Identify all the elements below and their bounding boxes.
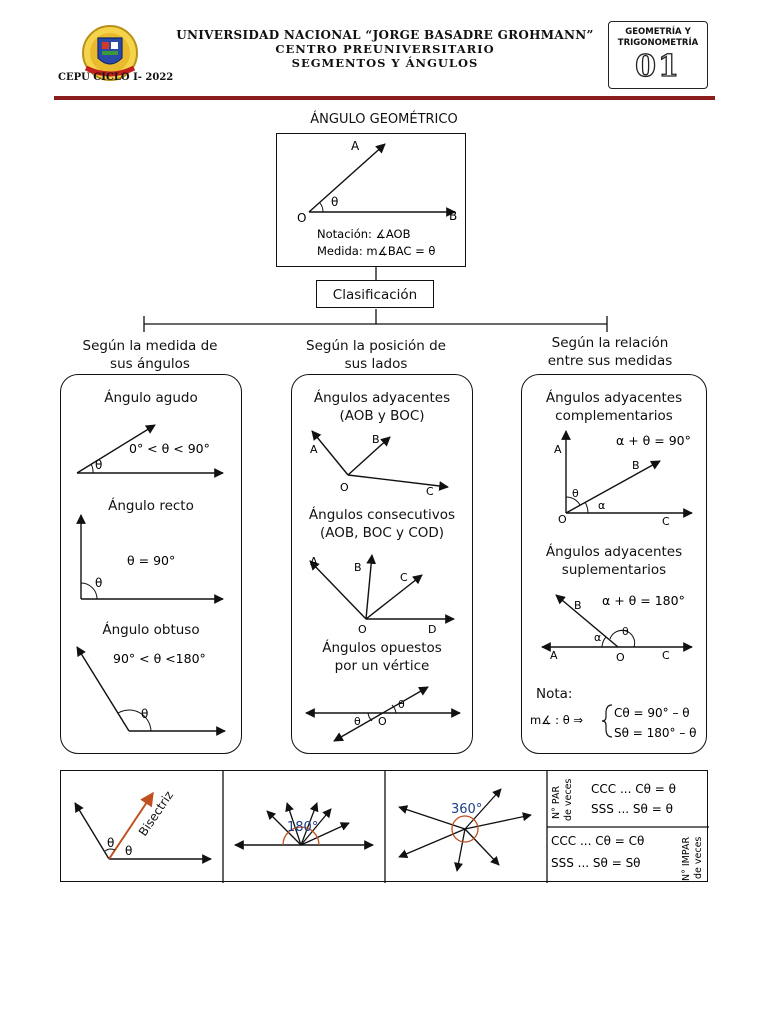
main-angle-theta: θ bbox=[331, 195, 338, 209]
figure-label: θ bbox=[398, 698, 405, 711]
deg360-label: 360° bbox=[451, 802, 482, 817]
topic-name: SEGMENTOS Y ÁNGULOS bbox=[291, 56, 479, 70]
bisector-label: Bisectriz bbox=[136, 789, 176, 839]
course-line-2: TRIGONOMETRÍA bbox=[617, 38, 699, 48]
column-measure-figures: θ 0° < θ < 90° θ θ = 90° θ 90° < θ <180° bbox=[76, 424, 226, 736]
figure-label: B bbox=[372, 433, 380, 446]
note-complement: Cθ = 90° – θ bbox=[614, 706, 690, 720]
acute-theta: θ bbox=[95, 458, 102, 472]
classification-tree-lines bbox=[143, 266, 608, 332]
university-name: UNIVERSIDAD NACIONAL “JORGE BASADRE GROH… bbox=[176, 28, 594, 42]
main-notation: Notación: ∡AOB bbox=[317, 227, 411, 241]
main-angle-box: O A B θ Notación: ∡AOB Medida: m∡BAC = θ bbox=[276, 133, 466, 267]
classification-box: Clasificación bbox=[316, 280, 434, 308]
main-title: ÁNGULO GEOMÉTRICO bbox=[310, 112, 458, 127]
figure-label: D bbox=[428, 623, 436, 636]
figure-label: θ bbox=[354, 715, 361, 728]
right-title: Ángulo recto bbox=[108, 498, 194, 514]
right-formula: θ = 90° bbox=[127, 553, 175, 568]
column-position-figures: A B C O A B C D O θ θ O bbox=[305, 430, 461, 742]
figure-label: θ bbox=[125, 844, 132, 858]
consecutive-title: Ángulos consecutivos(AOB, BOC y COD) bbox=[308, 507, 456, 541]
obtuse-title: Ángulo obtuso bbox=[102, 622, 200, 638]
cycle-label: CEPU CICLO I- 2022 bbox=[58, 72, 174, 83]
even-supplement: SSS ... Sθ = θ bbox=[591, 802, 673, 816]
even-complement: CCC ... Cθ = θ bbox=[591, 782, 676, 796]
figure-label: C bbox=[400, 571, 408, 584]
figure-label: O bbox=[358, 623, 367, 636]
figure-label: O bbox=[378, 715, 387, 728]
course-line-1: GEOMETRÍA Y bbox=[625, 27, 691, 37]
main-angle-figure: O A B θ Notación: ∡AOB Medida: m∡BAC = θ bbox=[297, 139, 457, 258]
figure-label: θ bbox=[622, 625, 629, 638]
main-point-a: A bbox=[351, 139, 360, 153]
even-label-2: de veces bbox=[563, 779, 574, 821]
figure-label: B bbox=[354, 561, 362, 574]
header-rule bbox=[54, 96, 715, 100]
adjacent-title: Ángulos adyacentes(AOB y BOC) bbox=[313, 390, 451, 424]
column-position-box: Ángulos adyacentes(AOB y BOC) Ángulos co… bbox=[291, 374, 473, 754]
bottom-strip: θ θ Bisectriz 180° 360° N° PAR de veces … bbox=[60, 770, 709, 883]
chapter-number: 01 bbox=[634, 48, 681, 84]
figure-label: A bbox=[554, 443, 562, 456]
figure-label: C bbox=[426, 485, 434, 498]
even-label-1: N° PAR bbox=[551, 786, 562, 819]
odd-label-1: N° IMPAR bbox=[681, 837, 692, 881]
note-lhs: m∡ : θ ⇒ bbox=[530, 713, 583, 727]
university-crest-icon bbox=[80, 24, 140, 82]
obtuse-theta: θ bbox=[141, 707, 148, 721]
figure-label: B bbox=[632, 459, 640, 472]
main-measure: Medida: m∡BAC = θ bbox=[317, 244, 435, 258]
acute-formula: 0° < θ < 90° bbox=[129, 441, 210, 456]
figure-label: O bbox=[558, 513, 567, 526]
main-vertex-label: O bbox=[297, 211, 306, 225]
figure-label: θ bbox=[572, 487, 579, 500]
figure-label: B bbox=[574, 599, 582, 612]
note-supplement: Sθ = 180° – θ bbox=[614, 726, 697, 740]
course-tag: GEOMETRÍA Y TRIGONOMETRÍA 01 bbox=[608, 21, 708, 89]
note-label: Nota: bbox=[536, 686, 573, 702]
odd-label-2: de veces bbox=[693, 837, 704, 879]
figure-label: A bbox=[310, 443, 318, 456]
main-point-b: B bbox=[449, 209, 457, 223]
header-block: UNIVERSIDAD NACIONAL “JORGE BASADRE GROH… bbox=[150, 28, 620, 70]
figure-label: C bbox=[662, 649, 670, 662]
figure-label: α bbox=[598, 499, 605, 512]
complementary-formula: α + θ = 90° bbox=[616, 433, 691, 448]
figure-label: θ bbox=[107, 836, 114, 850]
column-measure-box: Ángulo agudo θ 0° < θ < 90° θ θ = 90° θ … bbox=[60, 374, 242, 754]
figure-label: α bbox=[594, 631, 601, 644]
center-name: CENTRO PREUNIVERSITARIO bbox=[275, 42, 495, 56]
bottom-figures: θ θ Bisectriz 180° 360° N° PAR de veces … bbox=[74, 771, 709, 883]
figure-label: A bbox=[310, 555, 318, 568]
figure-label: O bbox=[340, 481, 349, 494]
odd-complement: CCC ... Cθ = Cθ bbox=[551, 834, 644, 848]
figure-label: A bbox=[550, 649, 558, 662]
figure-label: O bbox=[616, 651, 625, 664]
column-relation-figures: A B C O θ α α + θ = 90° B A O C α θ α + … bbox=[530, 430, 697, 740]
obtuse-formula: 90° < θ <180° bbox=[113, 651, 206, 666]
figure-label: C bbox=[662, 515, 670, 528]
odd-supplement: SSS ... Sθ = Sθ bbox=[551, 856, 641, 870]
supplementary-formula: α + θ = 180° bbox=[602, 593, 685, 608]
right-theta: θ bbox=[95, 576, 102, 590]
deg180-label: 180° bbox=[287, 820, 318, 835]
acute-title: Ángulo agudo bbox=[104, 390, 198, 406]
